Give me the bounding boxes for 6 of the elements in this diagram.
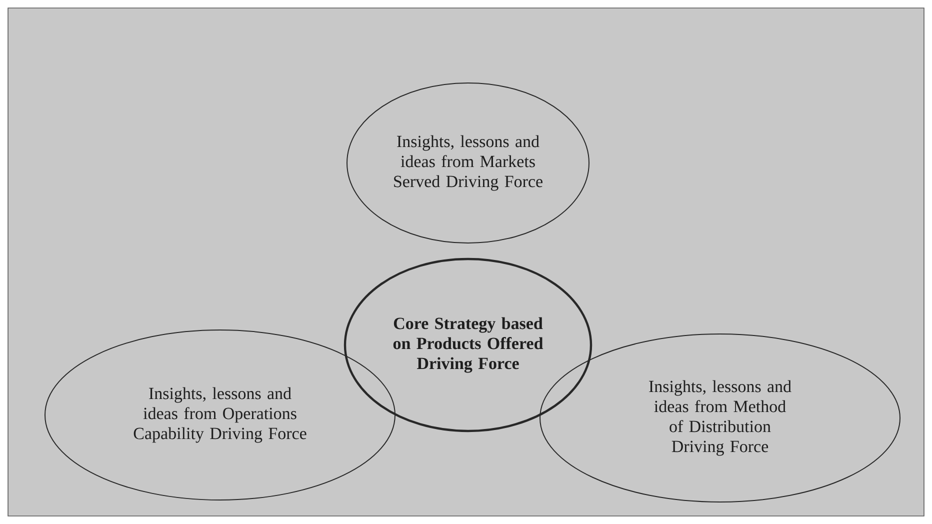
ellipse — [346, 82, 590, 244]
ellipse-label: Core Strategy based on Products Offered Driving Force — [393, 317, 544, 373]
ellipse-label: Insights, lessons and ideas from Operations Capability Driving Force — [134, 387, 306, 443]
ellipse-label: Insights, lessons and ideas from Method of Distribution Driving Force — [649, 380, 792, 456]
ellipse-label: Insights, lessons and ideas from Markets Served Driving Force — [394, 135, 542, 191]
ellipse — [344, 258, 592, 432]
